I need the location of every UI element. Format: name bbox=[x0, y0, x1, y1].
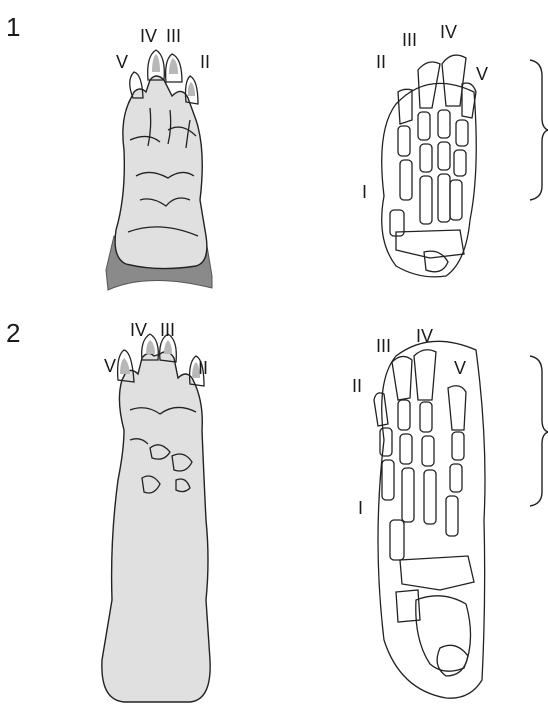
panel-1-skeleton bbox=[382, 55, 477, 277]
panel-2-foot-label-iii: III bbox=[160, 320, 175, 340]
panel-2-skeleton-label-i: I bbox=[358, 498, 363, 518]
panel-2-foot-label-iv: IV bbox=[130, 320, 147, 340]
panel-2-skeleton-label-iii: III bbox=[376, 336, 391, 356]
panel-1-number: 1 bbox=[6, 12, 20, 42]
panel-2-sole bbox=[102, 352, 210, 702]
panel-1-skeleton-label-iii: III bbox=[402, 30, 417, 50]
panel-1-skeleton-label-iv: IV bbox=[440, 22, 457, 42]
panel-1-skeleton-label-i: I bbox=[362, 182, 367, 202]
panel-2-skeleton-label-v: V bbox=[454, 358, 466, 378]
panel-1-sole bbox=[115, 76, 207, 269]
panel-1-foot-label-v: V bbox=[116, 52, 128, 72]
panel-1-brace bbox=[530, 60, 548, 200]
panel-2-number: 2 bbox=[6, 318, 20, 348]
panel-1-skeleton-label-v: V bbox=[476, 64, 488, 84]
panel-1-skeleton-label-ii: II bbox=[376, 52, 386, 72]
panel-2-foot-label-v: V bbox=[104, 356, 116, 376]
panel-2-skeleton-label-iv: IV bbox=[416, 326, 433, 346]
panel-1-foot-label-iii: III bbox=[166, 26, 181, 46]
panel-2-foot bbox=[102, 334, 210, 702]
panel-1-foot-label-ii: II bbox=[200, 52, 210, 72]
panel-2-skeleton-label-ii: II bbox=[352, 376, 362, 396]
panel-2-brace bbox=[530, 356, 548, 506]
panel-1-foot-label-iv: IV bbox=[140, 26, 157, 46]
panel-2-skeleton bbox=[374, 341, 485, 698]
panel-2-foot-label-ii: II bbox=[198, 358, 208, 378]
panel-1-foot bbox=[106, 50, 212, 290]
